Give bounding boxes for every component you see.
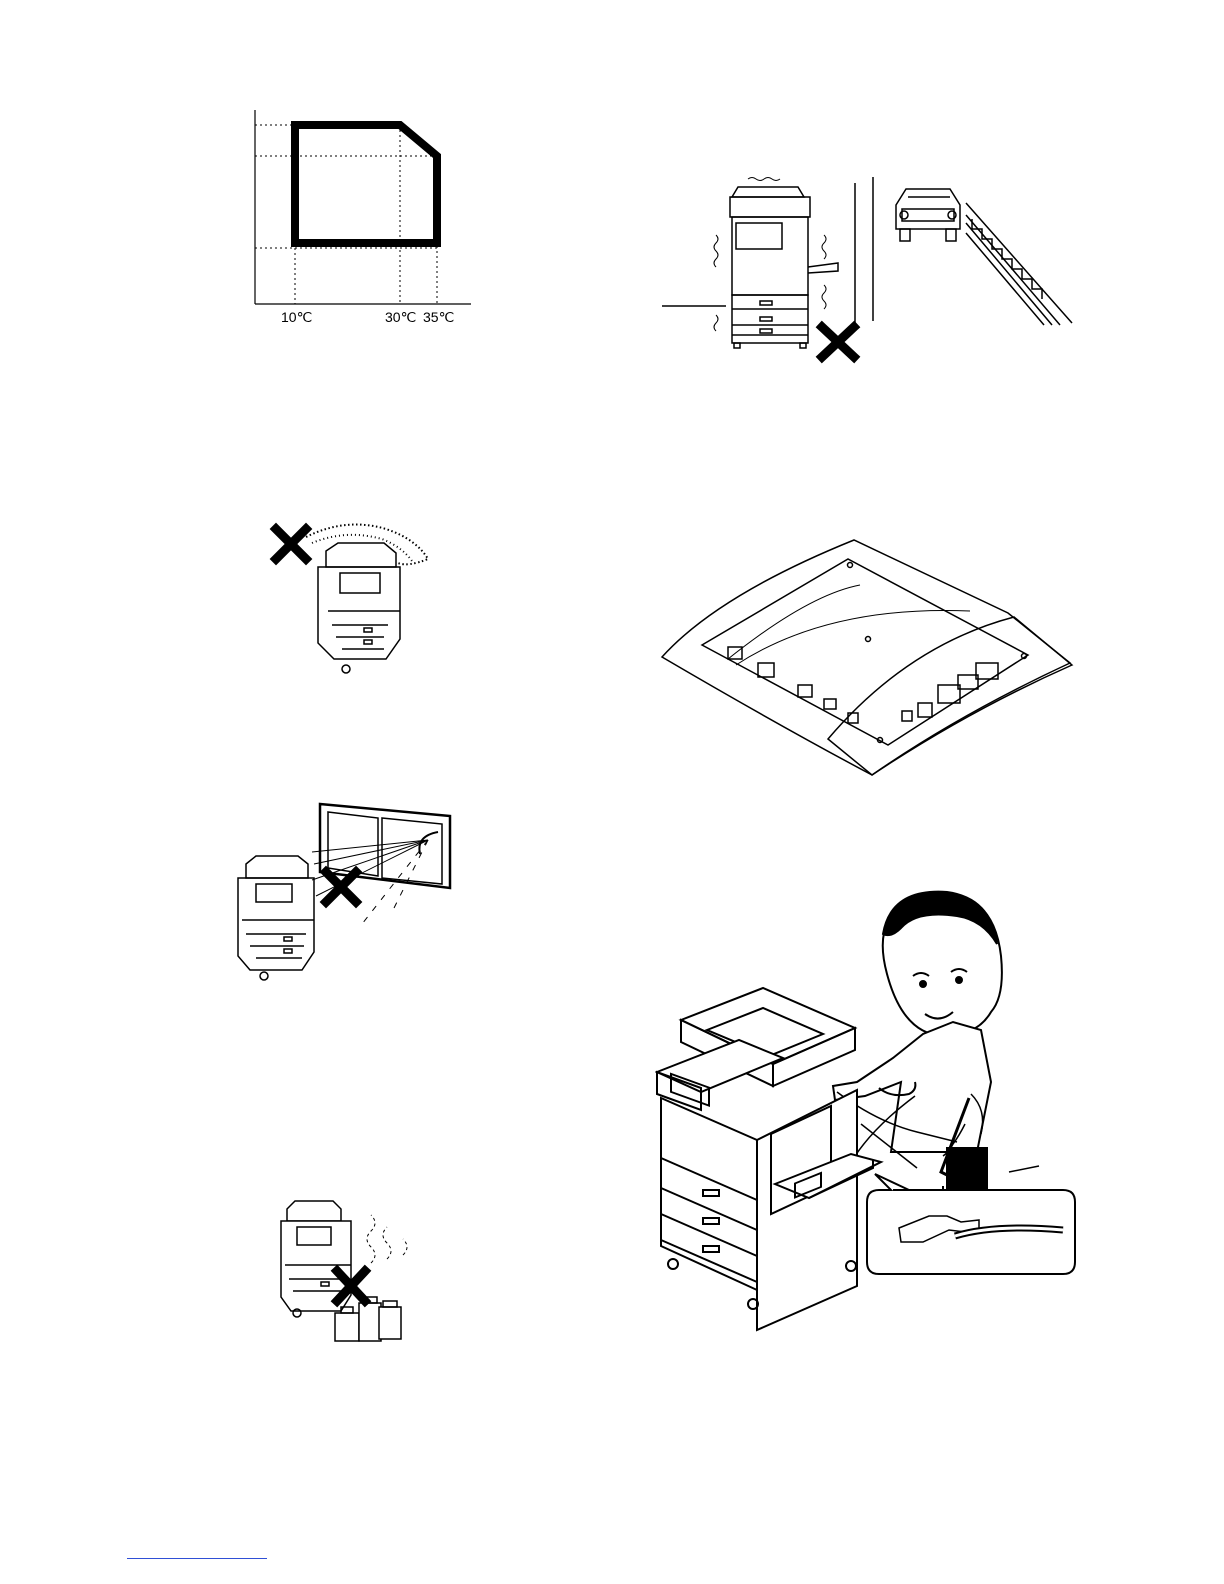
tick-label-10c: 10℃ [281, 309, 312, 325]
footer-rule [127, 1558, 267, 1559]
pcb-antistatic-bag-figure [658, 535, 1078, 783]
volatile-substances-warning-figure [275, 1195, 425, 1345]
temperature-humidity-chart: 10℃ 30℃ 35℃ [245, 100, 485, 330]
prohibited-x-icon [822, 327, 854, 357]
tick-label-30c: 30℃ [385, 309, 416, 325]
vibration-warning-figure [660, 175, 1080, 365]
sunlight-warning-figure [232, 800, 462, 982]
tick-label-35c: 35℃ [423, 309, 454, 325]
prohibited-x-icon [326, 872, 356, 902]
grounding-technician-figure [655, 888, 1080, 1343]
prohibited-x-icon [276, 529, 306, 559]
dust-warning-figure [268, 515, 438, 680]
operating-range-outline [295, 125, 437, 243]
